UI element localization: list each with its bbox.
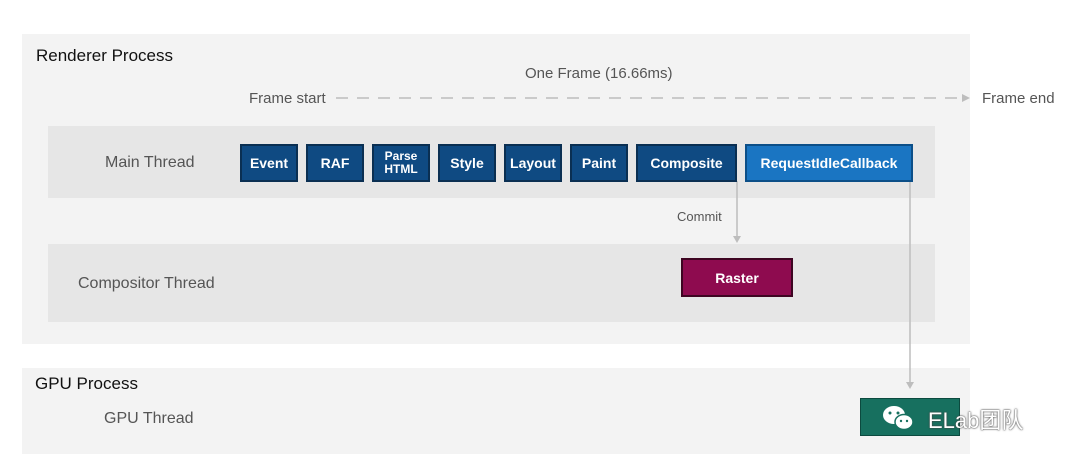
commit-label: Commit xyxy=(677,209,722,224)
commit-arrowhead xyxy=(733,236,741,243)
idle-callback-arrowhead xyxy=(906,382,914,389)
gpu-process-title: GPU Process xyxy=(35,374,138,393)
task-parse-html: Parse HTML xyxy=(372,144,430,182)
main-thread-label: Main Thread xyxy=(105,154,195,171)
gpu-thread-label: GPU Thread xyxy=(104,410,194,427)
gpu-process-panel xyxy=(22,368,970,454)
compositor-thread-label: Compositor Thread xyxy=(78,275,215,292)
frame-duration-label: One Frame (16.66ms) xyxy=(525,65,673,82)
wechat-logo xyxy=(860,398,960,436)
task-raster: Raster xyxy=(681,258,793,297)
frame-end-label: Frame end xyxy=(982,90,1055,107)
task-composite: Composite xyxy=(636,144,737,182)
task-style: Style xyxy=(438,144,496,182)
frame-timeline-arrowhead xyxy=(962,94,970,102)
task-request-idle-callback: RequestIdleCallback xyxy=(745,144,913,182)
task-paint: Paint xyxy=(570,144,628,182)
task-raf: RAF xyxy=(306,144,364,182)
task-layout: Layout xyxy=(504,144,562,182)
wechat-icon xyxy=(883,406,914,431)
frame-start-label: Frame start xyxy=(249,90,326,107)
renderer-process-title: Renderer Process xyxy=(36,46,174,65)
task-event: Event xyxy=(240,144,298,182)
watermark-text: ELab团队 xyxy=(928,408,1024,433)
